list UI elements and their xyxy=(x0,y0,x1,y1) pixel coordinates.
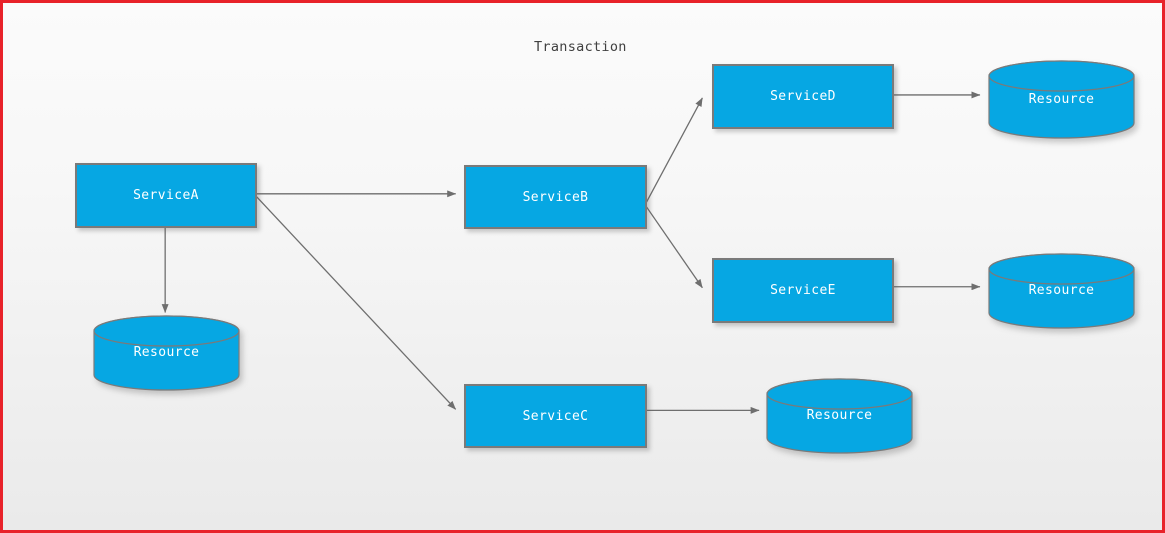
edge-serviceA-to-serviceC xyxy=(256,196,457,410)
node-label: ServiceE xyxy=(770,283,836,298)
resource-node-resourceD[interactable]: Resource xyxy=(988,60,1135,139)
resource-node-resourceC[interactable]: Resource xyxy=(766,378,913,454)
cylinder-shape xyxy=(93,315,240,391)
cylinder-shape xyxy=(766,378,913,454)
service-node-serviceC[interactable]: ServiceC xyxy=(464,384,647,448)
cylinder-shape xyxy=(988,60,1135,139)
resource-node-resourceE[interactable]: Resource xyxy=(988,253,1135,329)
node-label: ServiceB xyxy=(522,189,589,205)
service-node-serviceE[interactable]: ServiceE xyxy=(712,258,894,323)
service-node-serviceD[interactable]: ServiceD xyxy=(712,64,894,129)
service-node-serviceB[interactable]: ServiceB xyxy=(464,165,647,229)
diagram-title: Transaction xyxy=(534,39,627,55)
service-node-serviceA[interactable]: ServiceA xyxy=(75,163,257,228)
node-label: ServiceD xyxy=(770,89,836,104)
node-label: ServiceA xyxy=(133,188,199,203)
resource-node-resourceA[interactable]: Resource xyxy=(93,315,240,391)
cylinder-shape xyxy=(988,253,1135,329)
edge-serviceB-to-serviceE xyxy=(645,205,703,289)
edge-serviceB-to-serviceD xyxy=(645,97,703,205)
node-label: ServiceC xyxy=(522,408,589,424)
